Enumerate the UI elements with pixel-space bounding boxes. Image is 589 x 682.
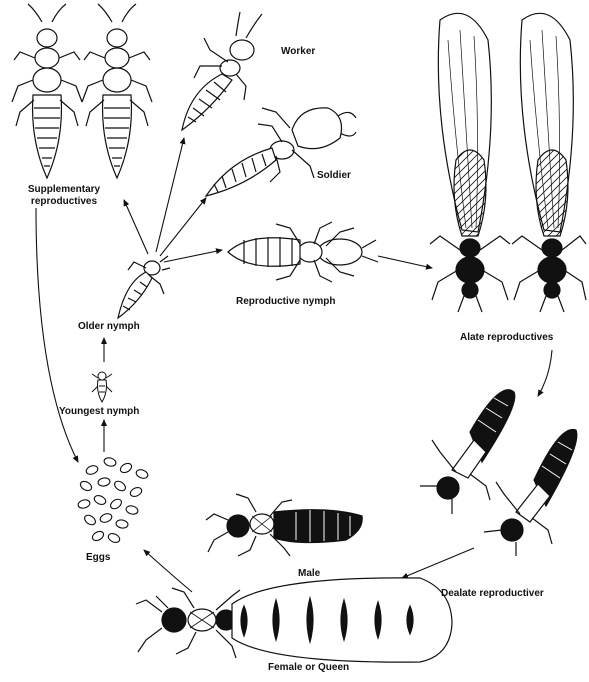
arrow-to-supplementary <box>124 200 148 254</box>
youngest-nymph <box>92 372 112 402</box>
worker-termite <box>182 12 262 130</box>
queen-termite <box>136 578 452 662</box>
label-worker: Worker <box>281 46 315 57</box>
arrow-to-male-queen <box>402 548 474 578</box>
label-dealate-reproductiver: Dealate reproductiver <box>441 588 544 599</box>
label-soldier: Soldier <box>317 170 351 181</box>
arrow-to-worker <box>156 138 184 252</box>
male-termite <box>206 494 362 556</box>
label-supplementary-line1: Supplementary <box>6 184 122 196</box>
arrow-to-eggs <box>144 550 192 592</box>
alate-reproductive-right <box>512 13 586 312</box>
supplementary-reproductive-right <box>82 4 152 178</box>
label-supplementary-line2: reproductives <box>6 196 122 208</box>
soldier-termite <box>206 108 356 196</box>
alate-reproductive-left <box>430 13 510 312</box>
label-youngest-nymph: Youngest nymph <box>59 406 139 417</box>
label-eggs: Eggs <box>86 552 110 563</box>
reproductive-nymph <box>228 222 378 282</box>
label-supplementary-reproductives: Supplementary reproductives <box>6 184 122 208</box>
label-older-nymph: Older nymph <box>78 321 140 332</box>
label-female-or-queen: Female or Queen <box>268 662 349 673</box>
label-reproductive-nymph: Reproductive nymph <box>236 296 335 307</box>
arrow-to-reproductive-nymph <box>164 250 222 262</box>
label-male: Male <box>298 568 320 579</box>
older-nymph <box>118 256 170 318</box>
arrow-supplementary-to-eggs <box>36 208 78 462</box>
arrow-to-dealate <box>538 350 552 396</box>
arrow-to-alate <box>378 256 432 268</box>
dealate-reproductive-upper <box>420 390 515 514</box>
dealate-reproductive-lower <box>484 429 577 556</box>
label-alate-reproductives: Alate reproductives <box>460 332 553 343</box>
egg-cluster <box>77 457 149 545</box>
supplementary-reproductive-left <box>12 4 82 178</box>
